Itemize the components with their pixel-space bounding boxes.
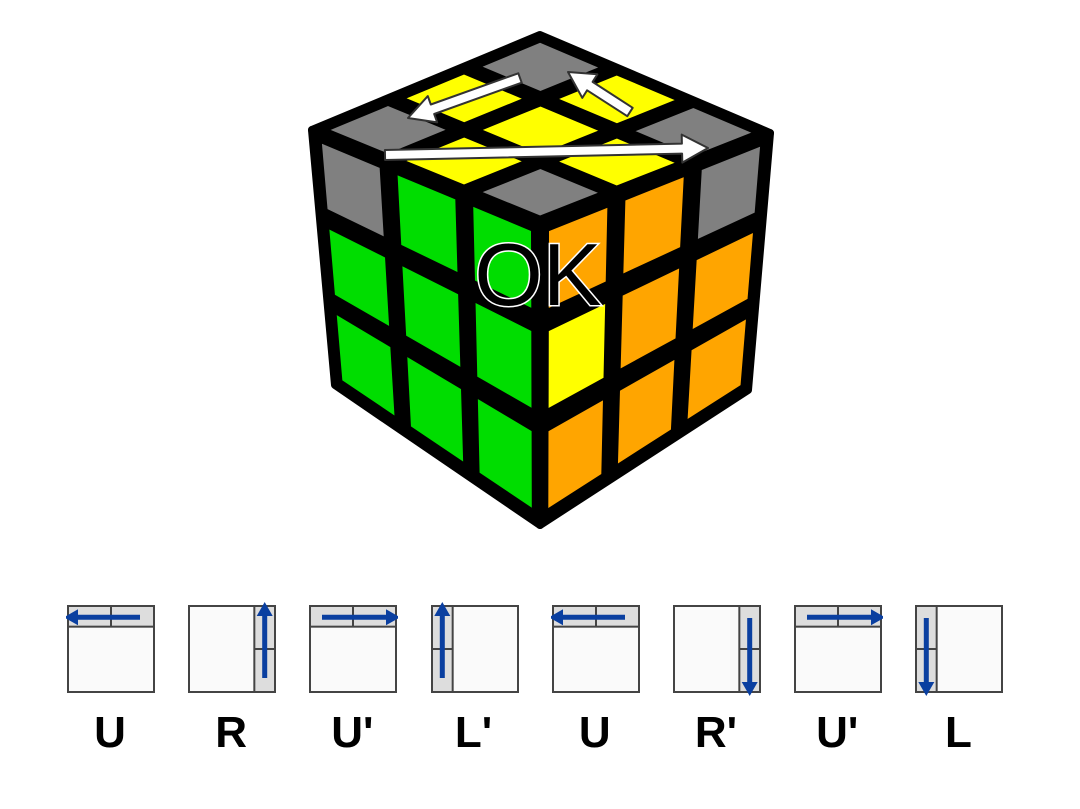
move-label: U [94,708,126,757]
move-label: R [215,708,248,757]
front-right-face-sticker-orange [615,357,677,467]
front-right-face-sticker-orange [690,230,756,332]
cube-arrows [383,71,709,164]
move-arrow-icon [918,618,935,696]
move-diagram [188,602,277,693]
move-arrow-icon [807,609,884,626]
move-2: R [181,590,281,770]
front-left-face-sticker-green [405,354,466,465]
move-label: R' [694,708,738,757]
front-right-face-sticker-orange [546,397,605,511]
move-diagram [430,602,519,693]
front-left-face-sticker-gray [319,141,386,239]
front-right-face [536,129,774,529]
front-right-face-sticker-orange [621,174,686,276]
move-8: L [908,590,1008,770]
move-label: U' [331,708,374,757]
move-arrow-icon [550,609,625,626]
move-5: U [545,590,645,770]
top-face-sticker-gray [327,104,450,156]
move-label: U' [816,708,859,757]
front-left-face-sticker-green [400,263,463,370]
swap-arrow-right [567,71,634,118]
top-face-sticker-gray [479,167,602,218]
front-left-face-sticker-green [475,396,534,511]
move-arrow-icon [256,602,273,678]
front-right-face-sticker-orange [685,316,749,422]
front-left-face-sticker-green [327,226,392,329]
move-arrow-icon [433,602,450,678]
front-left-face-sticker-green [473,300,534,411]
move-4: L' [424,590,524,770]
move-label: L [944,708,972,757]
front-right-face-sticker-gray [695,144,763,242]
move-diagram [309,605,399,693]
front-right-face-sticker-orange [618,265,682,372]
move-label: L' [454,708,493,757]
move-arrow-icon [66,609,140,626]
move-label: U [578,708,611,757]
cube-diagram: OK [308,31,774,529]
move-diagram [66,605,155,693]
move-arrow-icon [741,618,758,696]
front-left-face [308,126,544,529]
swap-arrow-long [383,133,709,164]
move-1: U [60,590,160,770]
swap-arrow-left [407,72,523,124]
move-3: U' [302,590,402,770]
move-7: U' [787,590,887,770]
move-diagram [915,605,1004,696]
move-diagram [673,605,762,696]
ok-label: OK [474,225,601,324]
front-left-face-sticker-green [471,204,534,311]
move-6: R' [666,590,766,770]
front-right-face-sticker-yellow [546,301,608,411]
front-left-face-sticker-green [395,172,460,275]
move-diagram [550,605,640,693]
front-right-face-sticker-orange [546,205,610,311]
front-left-face-sticker-green [334,312,397,419]
move-diagram [794,605,884,693]
move-arrow-icon [322,609,399,626]
move-sequence: U R U' L' U R' U' L [0,590,1080,809]
